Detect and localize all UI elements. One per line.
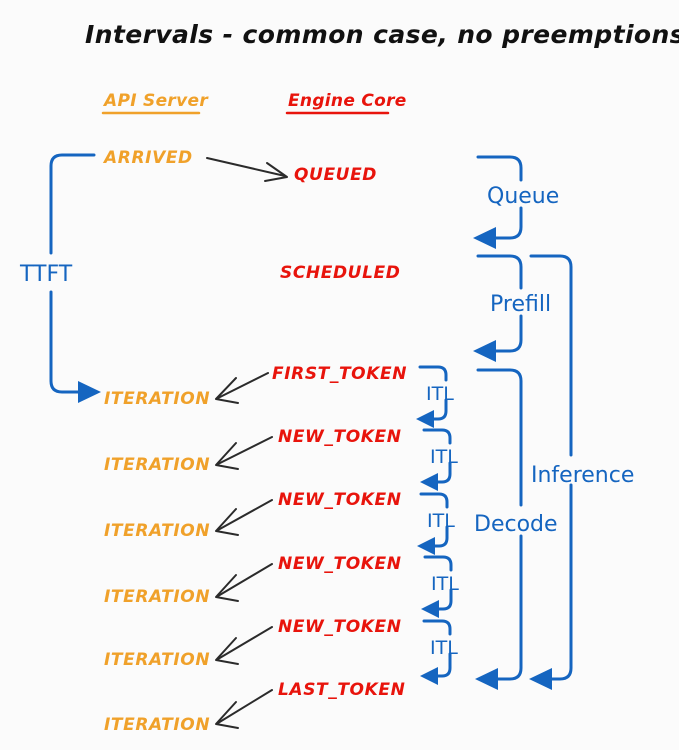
- arrowhead-itl-2: [420, 473, 438, 491]
- label-itl-2: ITL: [430, 446, 458, 468]
- state-iteration-2: ITERATION: [104, 455, 210, 475]
- state-iteration-6: ITERATION: [104, 715, 210, 735]
- column-header-engine-core: Engine Core: [288, 91, 407, 111]
- label-itl-5: ITL: [430, 637, 458, 659]
- arrow-new-token-to-iteration-2: [215, 436, 273, 470]
- label-prefill: Prefill: [490, 292, 551, 317]
- interval-bracket-itl-4: ITL: [421, 555, 459, 618]
- label-itl-4: ITL: [431, 573, 459, 595]
- state-arrived: ARRIVED: [102, 148, 193, 168]
- state-iteration-1: ITERATION: [104, 389, 210, 409]
- state-iteration-3: ITERATION: [104, 521, 210, 541]
- state-scheduled: SCHEDULED: [280, 263, 400, 283]
- interval-bracket-prefill: Prefill: [473, 254, 551, 362]
- arrow-new-token-to-iteration-4: [215, 563, 273, 602]
- interval-bracket-inference: Inference: [529, 254, 634, 690]
- interval-bracket-queue: Queue: [473, 155, 559, 249]
- page-title: Intervals - common case, no preemptions: [85, 20, 679, 49]
- state-iteration-5: ITERATION: [104, 650, 210, 670]
- arrow-last-token-to-iteration-6: [215, 689, 273, 729]
- arrowhead-queue: [473, 227, 496, 249]
- state-new-token-2: NEW_TOKEN: [278, 490, 402, 510]
- interval-bracket-itl-3: ITL: [417, 492, 455, 555]
- label-queue: Queue: [487, 184, 559, 209]
- state-queued: QUEUED: [294, 165, 377, 185]
- arrowhead-itl-1: [416, 410, 434, 428]
- interval-bracket-ttft: TTFT: [19, 153, 101, 403]
- arrowhead-itl-5: [420, 667, 438, 685]
- state-new-token-3: NEW_TOKEN: [278, 554, 402, 574]
- label-decode: Decode: [474, 512, 558, 537]
- state-first-token: FIRST_TOKEN: [272, 364, 407, 384]
- arrow-new-token-to-iteration-3: [215, 499, 273, 536]
- state-new-token-4: NEW_TOKEN: [278, 617, 402, 637]
- state-last-token: LAST_TOKEN: [278, 680, 405, 700]
- arrow-first-token-to-iteration-1: [215, 372, 269, 404]
- arrowhead-ttft: [78, 381, 101, 403]
- column-header-api-server: API Server: [102, 91, 209, 111]
- interval-bracket-decode: Decode: [474, 368, 558, 690]
- arrow-arrived-to-queued: [206, 157, 288, 182]
- label-itl-1: ITL: [426, 383, 454, 405]
- interval-bracket-itl-2: ITL: [420, 428, 458, 491]
- state-new-token-1: NEW_TOKEN: [278, 427, 402, 447]
- state-iteration-4: ITERATION: [104, 587, 210, 607]
- interval-bracket-itl-5: ITL: [420, 619, 458, 685]
- label-itl-3: ITL: [427, 510, 455, 532]
- label-inference: Inference: [531, 463, 634, 488]
- arrowhead-itl-4: [421, 600, 439, 618]
- arrowhead-decode: [475, 668, 498, 690]
- arrow-new-token-to-iteration-5: [215, 626, 273, 665]
- arrowhead-prefill: [473, 340, 496, 362]
- label-ttft: TTFT: [19, 262, 73, 287]
- arrowhead-inference: [529, 668, 552, 690]
- arrowhead-itl-3: [417, 537, 435, 555]
- interval-bracket-itl-1: ITL: [416, 365, 454, 428]
